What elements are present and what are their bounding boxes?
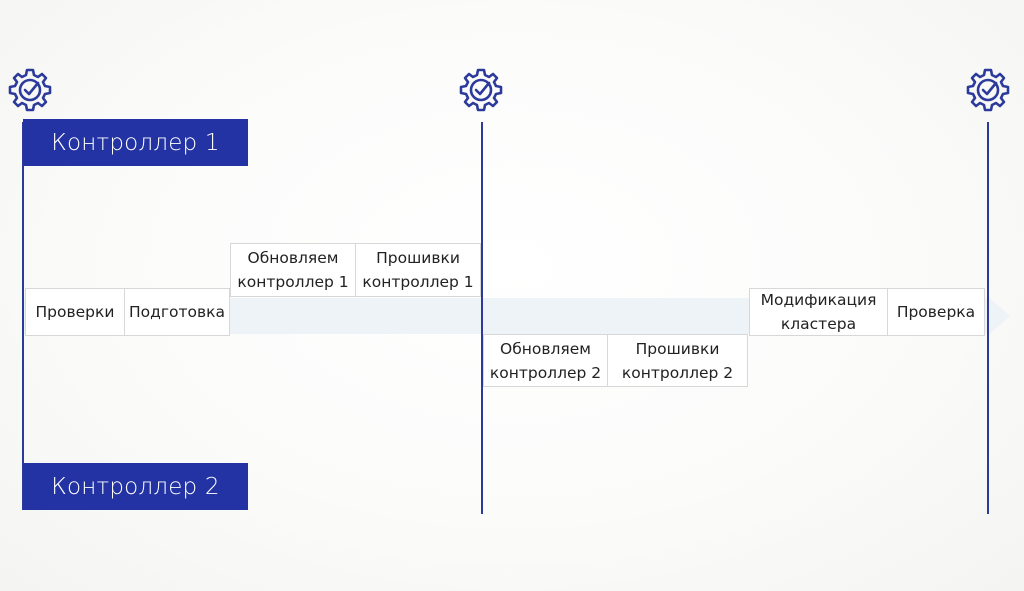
step-preparation: Подготовка xyxy=(124,288,230,336)
gear-check-icon xyxy=(966,68,1010,112)
step-update-controller-2: Обновляем контроллер 2 xyxy=(483,334,608,387)
milestone-line-middle xyxy=(481,122,483,514)
step-firmware-controller-2: Прошивки контроллер 2 xyxy=(607,334,748,387)
milestone-line-end xyxy=(987,122,989,514)
controller-2-label: Контроллер 2 xyxy=(23,463,248,510)
step-checks: Проверки xyxy=(25,288,125,336)
step-firmware-controller-1: Прошивки контроллер 1 xyxy=(355,243,481,297)
step-cluster-modification: Модификация кластера xyxy=(749,288,888,336)
gear-check-icon xyxy=(459,68,503,112)
step-final-check: Проверка xyxy=(887,288,985,336)
gear-check-icon xyxy=(8,68,52,112)
controller-1-label: Контроллер 1 xyxy=(23,119,248,166)
step-update-controller-1: Обновляем контроллер 1 xyxy=(230,243,356,297)
milestone-line-start xyxy=(22,122,24,510)
